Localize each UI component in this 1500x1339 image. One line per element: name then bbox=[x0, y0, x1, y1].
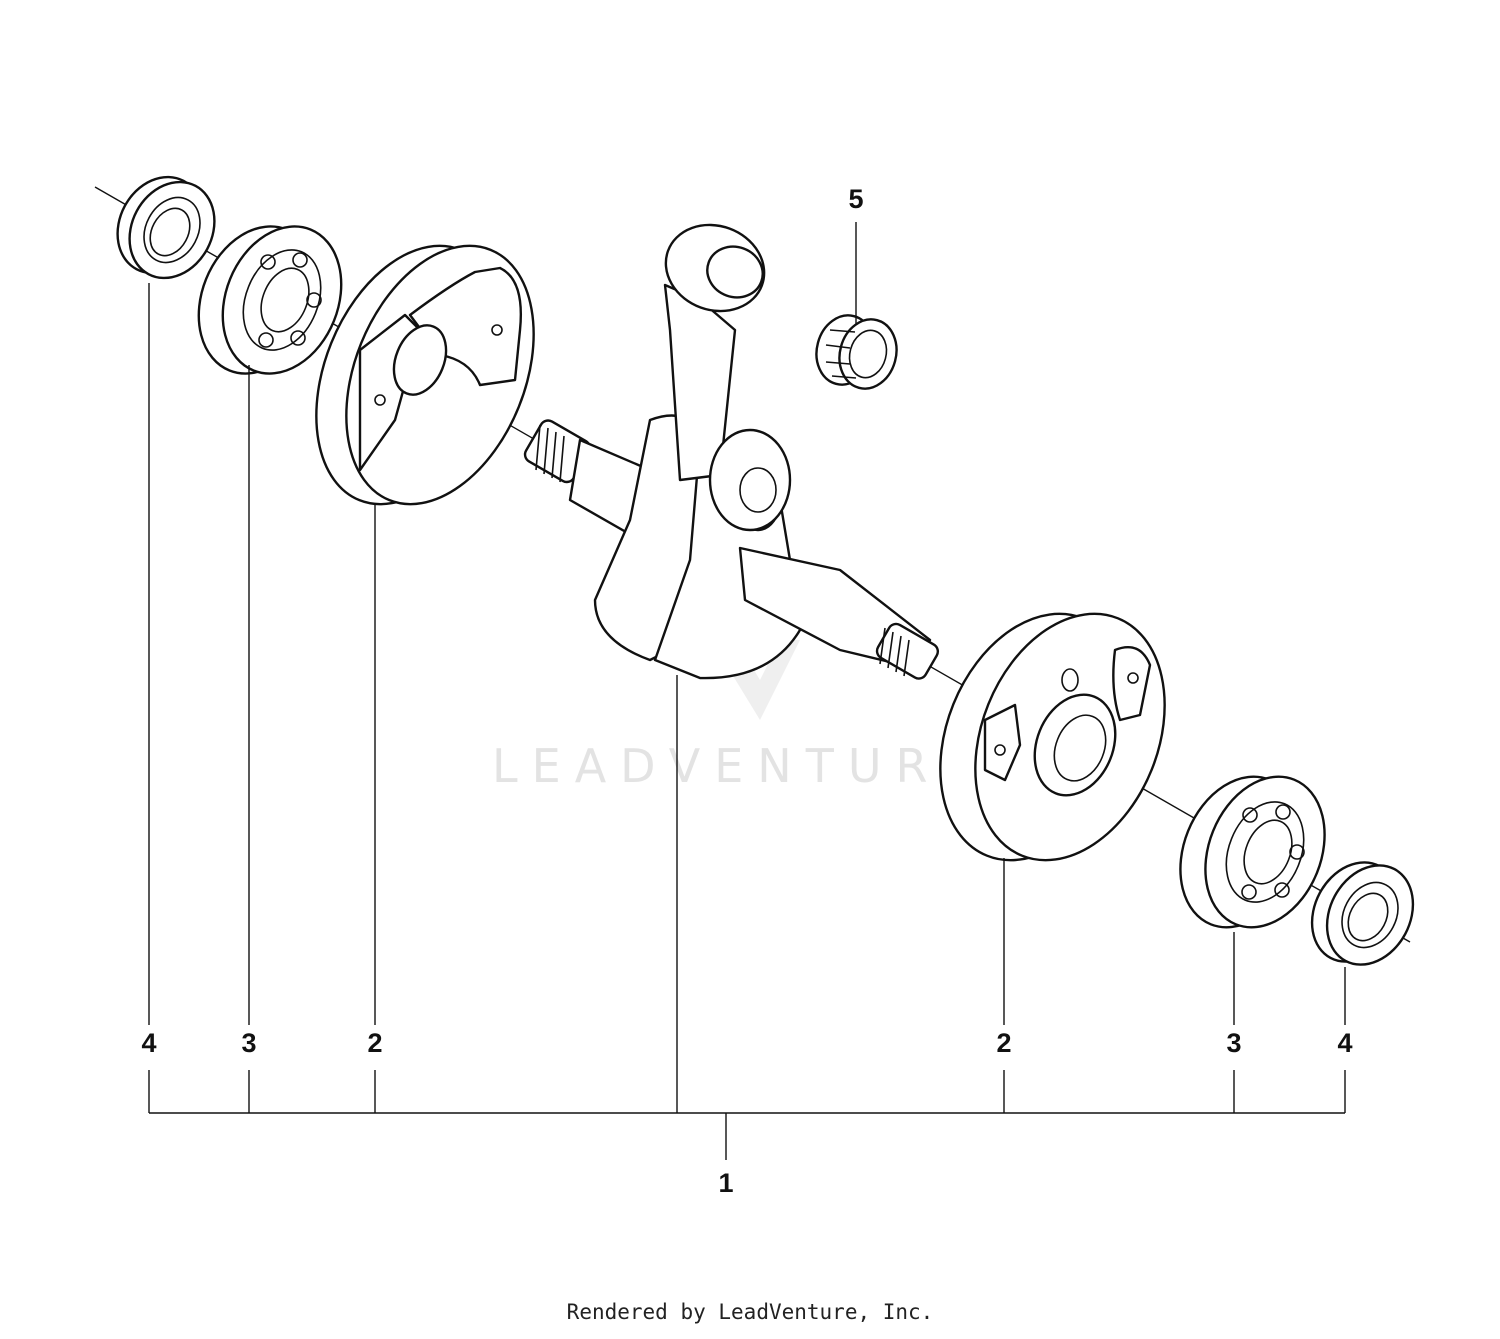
left-oil-seal bbox=[116, 175, 216, 280]
callout-left-bearing: 3 bbox=[241, 1028, 256, 1058]
connecting-rod bbox=[663, 223, 792, 532]
callout-assembly: 1 bbox=[718, 1168, 733, 1198]
leader-lines bbox=[148, 222, 1346, 1160]
callout-right-seal: 4 bbox=[1337, 1028, 1352, 1058]
left-flywheel bbox=[315, 244, 535, 506]
right-oil-seal bbox=[1310, 861, 1415, 966]
callout-left-flywheel: 2 bbox=[367, 1028, 382, 1058]
footer-credit: Rendered by LeadVenture, Inc. bbox=[566, 1300, 934, 1324]
callout-right-flywheel: 2 bbox=[996, 1028, 1011, 1058]
right-ball-bearing bbox=[1179, 775, 1326, 929]
callout-labels: 4 3 2 2 3 4 5 1 bbox=[141, 184, 1352, 1198]
callout-left-seal: 4 bbox=[141, 1028, 156, 1058]
callout-right-bearing: 3 bbox=[1226, 1028, 1241, 1058]
watermark-text: LEADVENTURE bbox=[492, 739, 985, 793]
left-ball-bearing bbox=[197, 225, 343, 375]
needle-bearing bbox=[815, 314, 898, 390]
right-flywheel bbox=[939, 612, 1166, 862]
callout-needle-bearing: 5 bbox=[848, 184, 863, 214]
